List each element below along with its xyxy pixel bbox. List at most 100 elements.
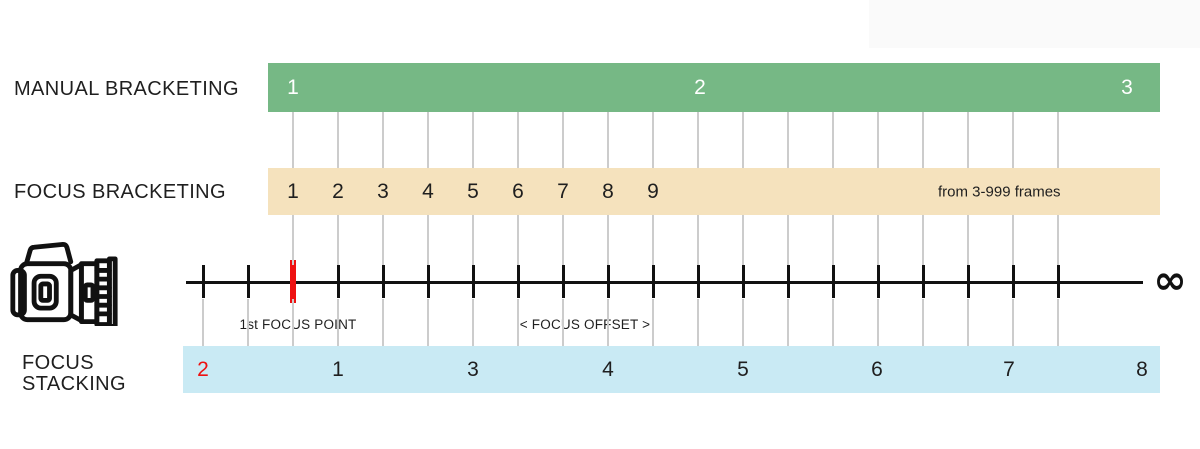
ruler-tick <box>967 265 970 298</box>
grid-line <box>697 299 699 346</box>
grid-line <box>697 215 699 265</box>
grid-line <box>832 299 834 346</box>
stacking-frame-number: 6 <box>871 357 883 381</box>
grid-line <box>562 299 564 346</box>
ruler-tick <box>1057 265 1060 298</box>
ruler-tick <box>832 265 835 298</box>
grid-line <box>472 215 474 265</box>
focus-stacking-label: FOCUS STACKING <box>22 353 126 395</box>
grid-line <box>922 215 924 265</box>
manual-frame-number: 1 <box>287 75 299 99</box>
grid-line <box>607 112 609 168</box>
ruler-tick <box>607 265 610 298</box>
ruler-tick <box>202 265 205 298</box>
ruler-tick <box>247 265 250 298</box>
grid-line <box>337 112 339 168</box>
bracketing-frame-number: 7 <box>557 179 569 203</box>
grid-line <box>652 112 654 168</box>
bracketing-frame-number: 5 <box>467 179 479 203</box>
ruler-tick <box>337 265 340 298</box>
ruler-tick <box>427 265 430 298</box>
first-focus-point-tick <box>290 260 296 303</box>
grid-line <box>517 215 519 265</box>
grid-line <box>607 215 609 265</box>
infinity-symbol: ∞ <box>1153 257 1187 304</box>
stacking-frame-number: 8 <box>1136 357 1148 381</box>
grid-line <box>652 299 654 346</box>
focus-stacking-bar: 2 1 3 4 5 6 7 8 <box>183 346 1160 393</box>
ruler-tick <box>562 265 565 298</box>
grid-line <box>787 112 789 168</box>
ruler-tick <box>742 265 745 298</box>
grid-line <box>742 215 744 265</box>
bracketing-frame-number: 2 <box>332 179 344 203</box>
grid-line <box>247 299 249 346</box>
grid-line <box>427 215 429 265</box>
manual-frame-number: 3 <box>1121 75 1133 99</box>
grid-line <box>832 112 834 168</box>
bracketing-frame-number: 1 <box>287 179 299 203</box>
ruler-tick <box>517 265 520 298</box>
grid-line <box>1012 215 1014 265</box>
bracketing-frame-number: 3 <box>377 179 389 203</box>
grid-line <box>427 299 429 346</box>
ruler-tick <box>472 265 475 298</box>
grid-line <box>472 299 474 346</box>
grid-line <box>202 299 204 346</box>
grid-line <box>337 215 339 265</box>
ruler-tick <box>787 265 790 298</box>
manual-frame-number: 2 <box>694 75 706 99</box>
bracketing-frame-number: 4 <box>422 179 434 203</box>
focus-bracketing-label: FOCUS BRACKETING <box>14 181 226 203</box>
corner-background <box>869 0 1200 48</box>
grid-line <box>652 215 654 265</box>
ruler-tick <box>1012 265 1015 298</box>
grid-line <box>382 299 384 346</box>
stacking-frame-number: 5 <box>737 357 749 381</box>
ruler-tick <box>697 265 700 298</box>
ruler-tick <box>922 265 925 298</box>
ruler-tick <box>877 265 880 298</box>
grid-line <box>922 112 924 168</box>
stacking-frame-number: 7 <box>1003 357 1015 381</box>
focus-distance-axis <box>186 281 1143 284</box>
grid-line <box>562 215 564 265</box>
stacking-frame-number: 1 <box>332 357 344 381</box>
stacking-frame-number: 2 <box>197 357 209 381</box>
grid-line <box>967 112 969 168</box>
grid-line <box>292 215 294 265</box>
grid-line <box>742 112 744 168</box>
bracketing-frame-number: 6 <box>512 179 524 203</box>
bracketing-frame-number: 9 <box>647 179 659 203</box>
grid-line <box>787 299 789 346</box>
grid-line <box>742 299 744 346</box>
grid-line <box>877 299 879 346</box>
focus-offset-caption: < FOCUS OFFSET > <box>519 317 651 332</box>
grid-line <box>1012 112 1014 168</box>
grid-line <box>382 215 384 265</box>
grid-line <box>877 112 879 168</box>
grid-line <box>967 215 969 265</box>
grid-line <box>1057 112 1059 168</box>
stacking-frame-number: 3 <box>467 357 479 381</box>
grid-line <box>517 299 519 346</box>
grid-line <box>337 299 339 346</box>
grid-line <box>517 112 519 168</box>
first-focus-point-caption: 1st FOCUS POINT <box>239 317 357 332</box>
grid-line <box>427 112 429 168</box>
grid-line <box>1057 215 1059 265</box>
grid-line <box>922 299 924 346</box>
grid-line <box>967 299 969 346</box>
grid-line <box>382 112 384 168</box>
stacking-frame-number: 4 <box>602 357 614 381</box>
grid-line <box>292 112 294 168</box>
ruler-tick <box>382 265 385 298</box>
grid-line <box>562 112 564 168</box>
grid-line <box>697 112 699 168</box>
grid-line <box>877 215 879 265</box>
grid-line <box>1057 299 1059 346</box>
grid-line <box>1012 299 1014 346</box>
frames-range-note: from 3-999 frames <box>938 183 1061 200</box>
